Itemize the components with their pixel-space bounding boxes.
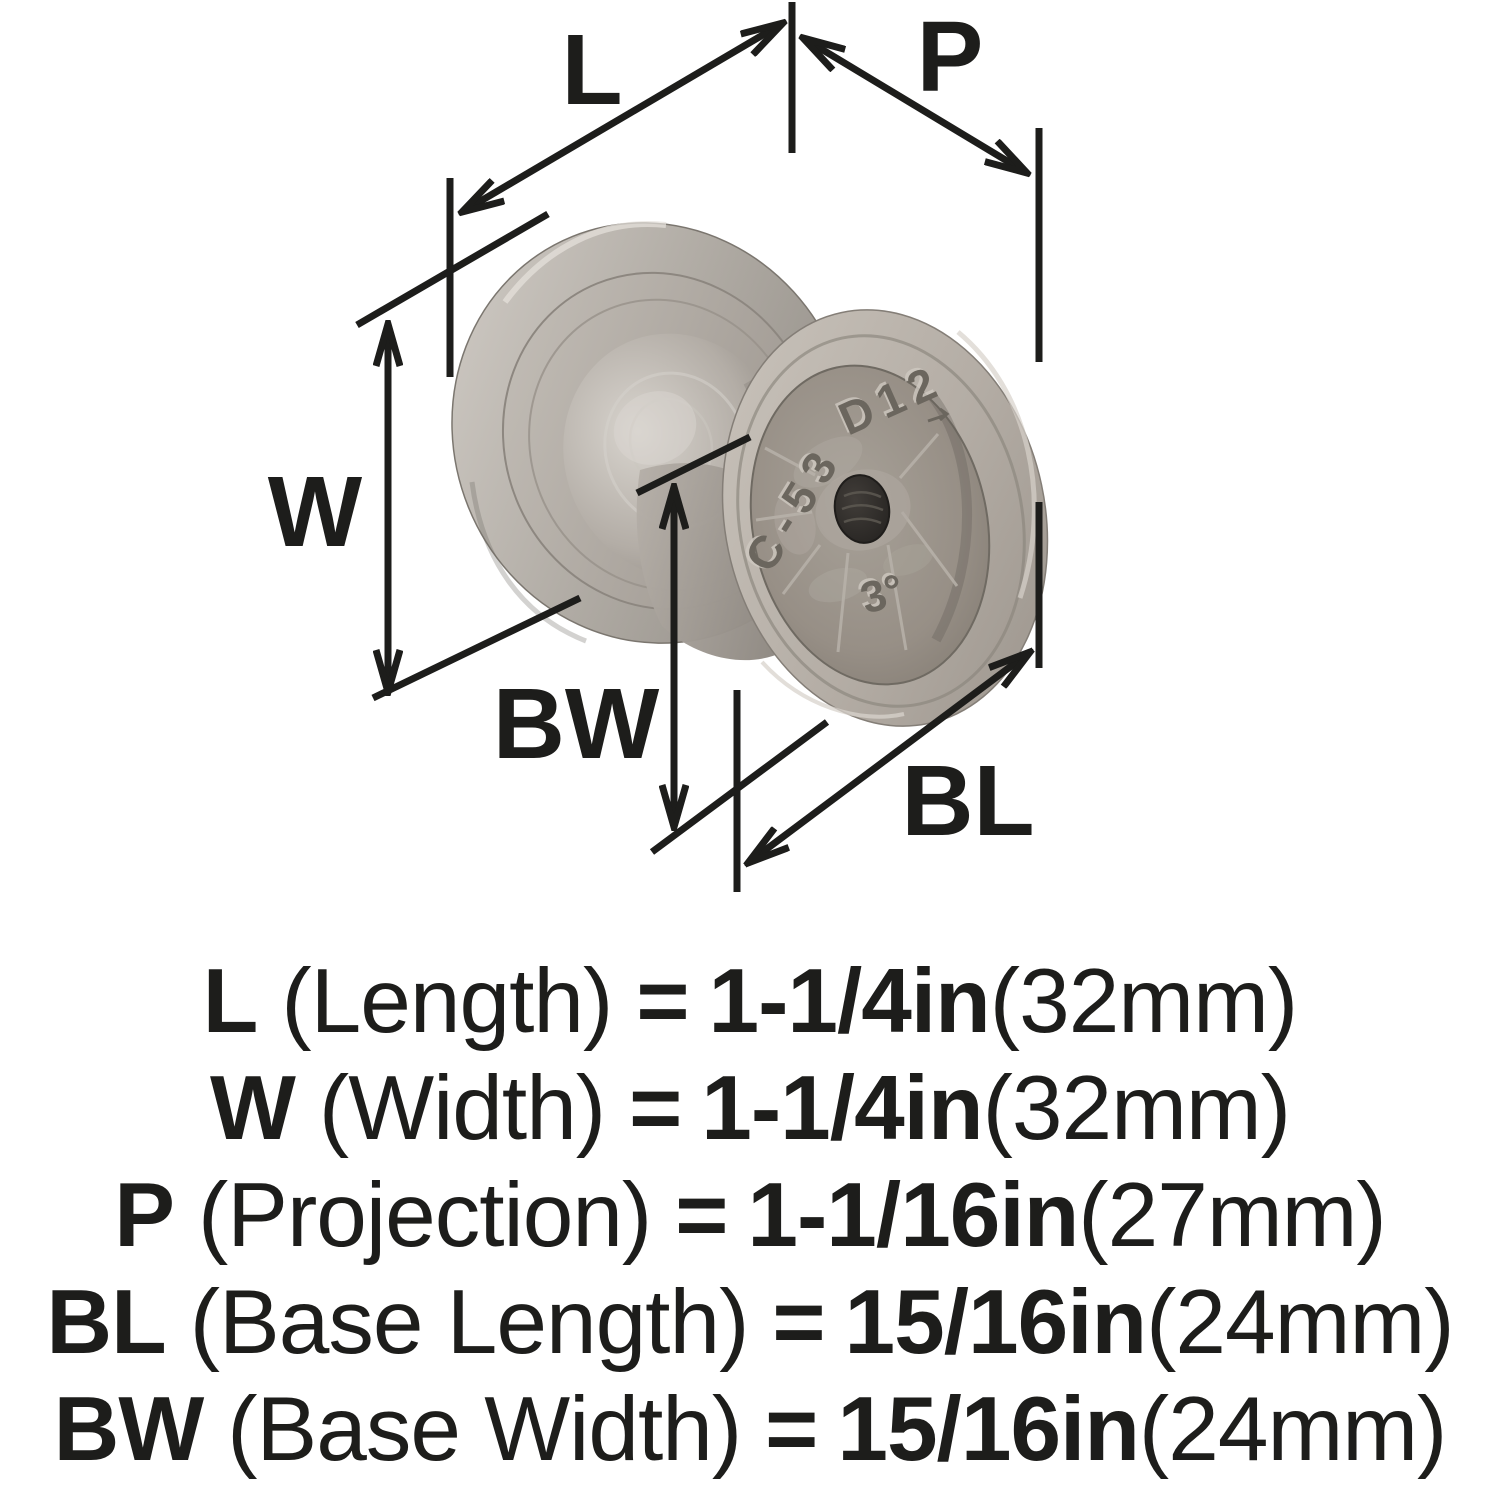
spec-imperial: 1-1/16in xyxy=(747,1165,1079,1266)
spec-equals: = xyxy=(629,1058,682,1159)
knob-base-face-shadow xyxy=(928,392,973,643)
spec-line-width: W(Width)=1-1/4in(32mm) xyxy=(0,1055,1500,1162)
spec-label: L xyxy=(202,951,259,1052)
knob-base: C-53 C-53 D12 D12 3° 3° xyxy=(721,309,1049,727)
spec-line-length: L(Length)=1-1/4in(32mm) xyxy=(0,948,1500,1055)
spec-name: (Base Length) xyxy=(189,1272,750,1373)
spec-imperial: 1-1/4in xyxy=(708,951,990,1052)
dim-arrow-projection xyxy=(803,38,1027,173)
spec-imperial: 15/16in xyxy=(844,1272,1148,1373)
knob-base-mottle xyxy=(774,436,933,603)
spec-label: P xyxy=(114,1165,175,1266)
dim-label-bl: BL xyxy=(901,745,1034,857)
spec-metric: (27mm) xyxy=(1078,1165,1386,1266)
spec-label: W xyxy=(210,1058,296,1159)
knob-hole-threads xyxy=(841,491,884,525)
dim-arrow-length xyxy=(462,23,783,212)
spec-name: (Width) xyxy=(318,1058,606,1159)
spec-line-projection: P(Projection)=1-1/16in(27mm) xyxy=(0,1162,1500,1269)
dim-label-w: W xyxy=(268,456,363,568)
extension-tick-bw-top xyxy=(635,433,752,497)
dim-arrow-base-length xyxy=(748,652,1030,863)
knob-base-rim-highlight xyxy=(956,330,1037,599)
spec-equals: = xyxy=(675,1165,728,1266)
spec-name: (Base Width) xyxy=(227,1379,742,1480)
dim-label-bw: BW xyxy=(493,668,660,780)
spec-imperial: 1-1/4in xyxy=(701,1058,983,1159)
spec-label: BW xyxy=(53,1379,205,1480)
spec-metric: (32mm) xyxy=(982,1058,1291,1159)
dimension-labels: L P W BW BL xyxy=(268,1,1035,857)
spec-equals: = xyxy=(765,1379,818,1480)
spec-equals: = xyxy=(636,951,689,1052)
extension-tick-w-bottom xyxy=(371,594,582,702)
spec-label: BL xyxy=(46,1272,166,1373)
spec-line-base-length: BL(Base Length)=15/16in(24mm) xyxy=(0,1269,1500,1376)
knob-screw-hole xyxy=(833,474,891,544)
spec-line-base-width: BW(Base Width)=15/16in(24mm) xyxy=(0,1376,1500,1483)
spec-metric: (24mm) xyxy=(1146,1272,1454,1373)
spec-imperial: 15/16in xyxy=(837,1379,1140,1480)
spec-metric: (24mm) xyxy=(1138,1379,1447,1480)
spec-name: (Projection) xyxy=(197,1165,652,1266)
knob-diagram-svg: C-53 C-53 D12 D12 3° 3° xyxy=(268,1,1049,892)
spec-name: (Length) xyxy=(281,951,613,1052)
extension-tick-w-top xyxy=(355,210,550,329)
dim-label-l: L xyxy=(561,14,622,126)
knob-base-ridges xyxy=(755,433,959,653)
spec-equals: = xyxy=(772,1272,825,1373)
spec-metric: (32mm) xyxy=(989,951,1298,1052)
dimension-spec-list: L(Length)=1-1/4in(32mm) W(Width)=1-1/4in… xyxy=(0,948,1500,1483)
dimension-lines xyxy=(355,2,1043,892)
dim-label-p: P xyxy=(917,1,984,113)
marking-stamp-arrow xyxy=(927,407,950,423)
